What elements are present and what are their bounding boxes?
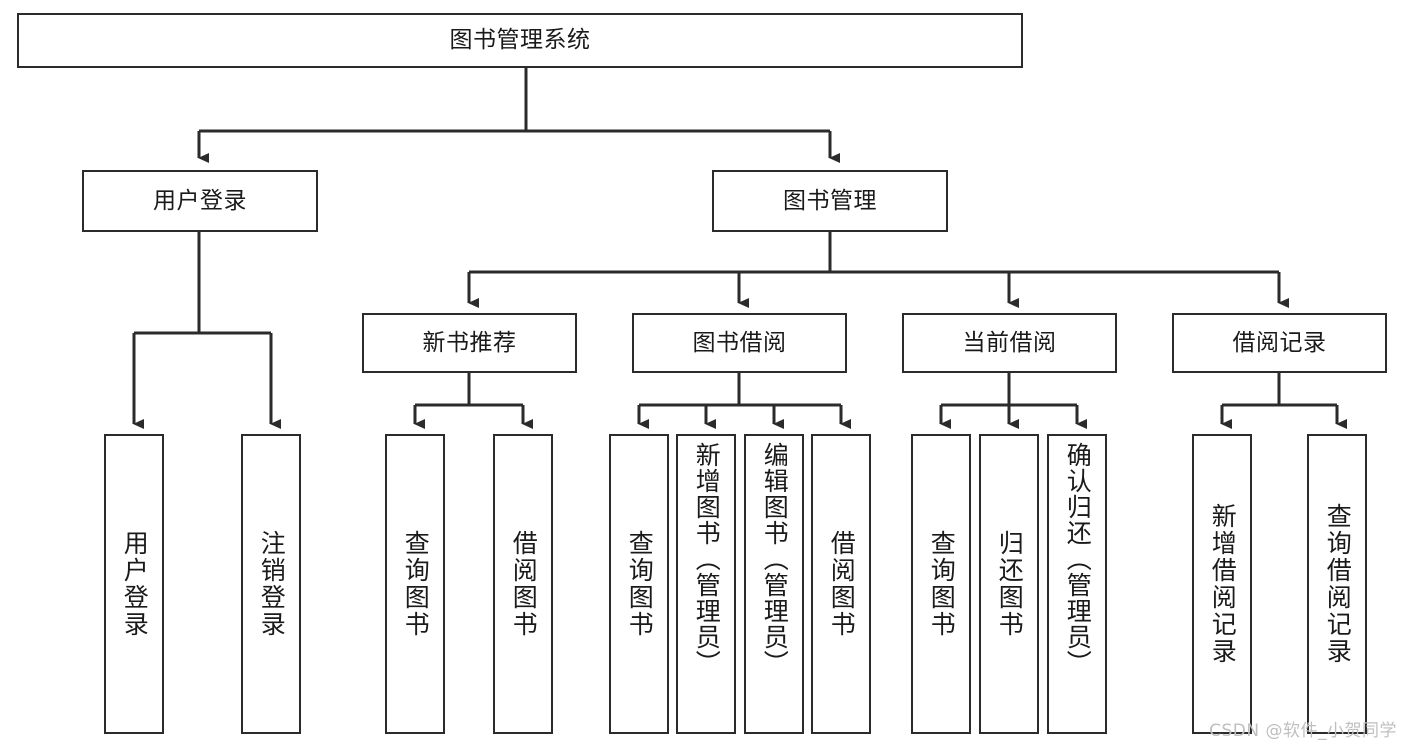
node-leaf-query-borrow-record[interactable]: 查询借阅记录	[1307, 434, 1367, 734]
node-label: 图书借阅	[692, 329, 787, 356]
node-label: 查询图书	[927, 530, 957, 638]
node-leaf-edit-book-admin[interactable]: 编辑图书（管理员）	[744, 434, 804, 734]
node-leaf-add-book-admin[interactable]: 新增图书（管理员）	[676, 434, 736, 734]
node-label: 新增图书（管理员）	[692, 442, 722, 676]
node-leaf-user-login[interactable]: 用户登录	[104, 434, 164, 734]
node-current-borrow[interactable]: 当前借阅	[902, 313, 1117, 373]
node-new-book-recommend[interactable]: 新书推荐	[362, 313, 577, 373]
node-leaf-add-borrow-record[interactable]: 新增借阅记录	[1192, 434, 1252, 734]
node-label: 用户登录	[153, 187, 247, 214]
node-label: 编辑图书（管理员）	[760, 442, 790, 676]
node-leaf-query-book-current[interactable]: 查询图书	[911, 434, 971, 734]
node-leaf-borrow-book-recommend[interactable]: 借阅图书	[493, 434, 553, 734]
node-label: 查询借阅记录	[1323, 503, 1353, 665]
node-label: 图书管理	[783, 187, 877, 214]
node-label: 新增借阅记录	[1208, 503, 1238, 665]
node-label: 当前借阅	[962, 329, 1057, 356]
node-label: 用户登录	[120, 530, 150, 638]
node-leaf-query-book-recommend[interactable]: 查询图书	[385, 434, 445, 734]
csdn-watermark: CSDN @软件_小贺同学	[1209, 721, 1397, 741]
node-borrow-record[interactable]: 借阅记录	[1172, 313, 1387, 373]
node-label: 归还图书	[995, 530, 1025, 638]
node-label: 借阅记录	[1232, 329, 1327, 356]
node-leaf-borrow-book-borrow[interactable]: 借阅图书	[811, 434, 871, 734]
node-label: 确认归还（管理员）	[1063, 442, 1093, 676]
node-leaf-logout-login[interactable]: 注销登录	[241, 434, 301, 734]
node-leaf-query-book-borrow[interactable]: 查询图书	[609, 434, 669, 734]
node-leaf-confirm-return-admin[interactable]: 确认归还（管理员）	[1047, 434, 1107, 734]
node-label: 注销登录	[257, 530, 287, 638]
node-label: 借阅图书	[827, 530, 857, 638]
node-user-login[interactable]: 用户登录	[82, 170, 318, 232]
node-label: 查询图书	[625, 530, 655, 638]
node-label: 借阅图书	[509, 530, 539, 638]
node-label: 图书管理系统	[449, 27, 591, 54]
node-book-management[interactable]: 图书管理	[712, 170, 948, 232]
node-label: 新书推荐	[422, 329, 517, 356]
node-label: 查询图书	[401, 530, 431, 638]
node-leaf-return-book[interactable]: 归还图书	[979, 434, 1039, 734]
node-book-borrow[interactable]: 图书借阅	[632, 313, 847, 373]
node-book-management-system[interactable]: 图书管理系统	[17, 13, 1023, 68]
